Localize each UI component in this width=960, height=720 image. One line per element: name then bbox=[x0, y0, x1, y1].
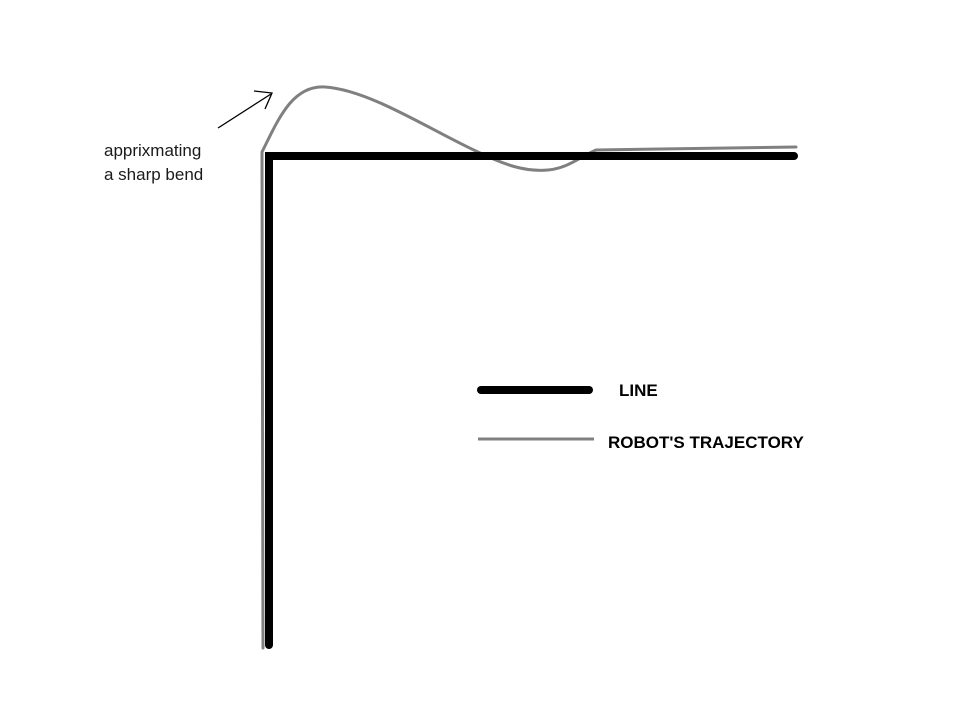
annotation-arrow bbox=[217, 90, 273, 129]
robot-trajectory bbox=[260, 85, 798, 650]
annotation-line-1: apprixmating bbox=[104, 141, 201, 160]
legend: LINE ROBOT'S TRAJECTORY bbox=[477, 381, 804, 452]
track-line bbox=[265, 152, 798, 649]
legend-line-label: LINE bbox=[619, 381, 658, 400]
annotation-line-2: a sharp bend bbox=[104, 165, 203, 184]
legend-trajectory-label: ROBOT'S TRAJECTORY bbox=[608, 433, 804, 452]
